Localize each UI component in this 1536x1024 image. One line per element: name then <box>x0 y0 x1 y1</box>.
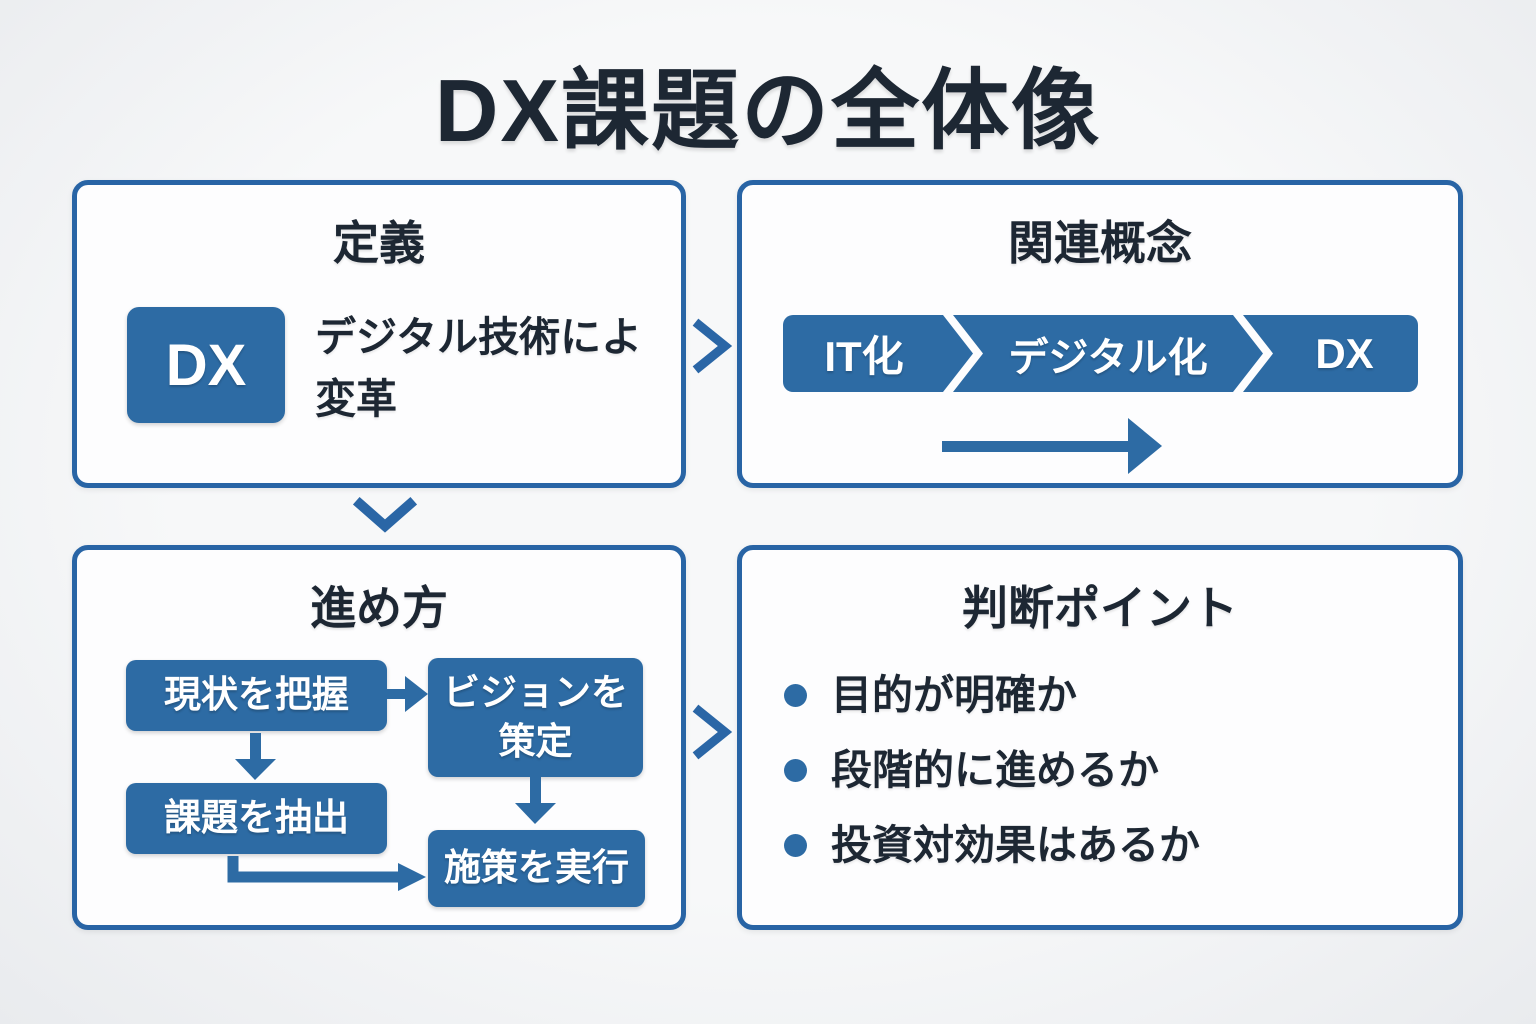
chevron-down-icon <box>352 496 418 533</box>
judgment-heading: 判断ポイント <box>962 582 1238 634</box>
judgment-point: 段階的に進めるか <box>831 747 1159 794</box>
chevron-right-icon <box>692 318 733 374</box>
list-item: 目的が明確か <box>784 672 1200 719</box>
list-item: 段階的に進めるか <box>784 747 1200 794</box>
arrow-down-icon <box>235 733 276 780</box>
list-item: 投資対効果はあるか <box>784 822 1200 869</box>
judgment-panel: 判断ポイント 目的が明確か 段階的に進めるか 投資対効果はあるか <box>737 545 1463 930</box>
related-concepts-panel: 関連概念 IT化 デジタル化 DX <box>737 180 1463 488</box>
chevron-right-icon <box>692 704 733 760</box>
chevron-step-it: IT化 <box>783 315 973 392</box>
dx-badge: DX <box>127 307 285 423</box>
judgment-point: 投資対効果はあるか <box>831 822 1200 869</box>
definition-description: デジタル技術によ 変革 <box>315 314 643 422</box>
chevron-step-digital: デジタル化 <box>953 315 1263 392</box>
definition-heading: 定義 <box>333 217 425 269</box>
flow-step-set-vision: ビジョンを 策定 <box>428 658 643 777</box>
related-concepts-heading: 関連概念 <box>1008 217 1192 269</box>
bullet-dot-icon <box>784 834 807 858</box>
process-heading: 進め方 <box>310 582 448 634</box>
flow-step-extract-issues: 課題を抽出 <box>126 783 387 854</box>
judgment-point: 目的が明確か <box>831 672 1077 718</box>
bullet-dot-icon <box>784 684 807 708</box>
l-shaped-arrow-icon <box>227 856 426 891</box>
concept-chevron-band: IT化 デジタル化 DX <box>783 315 1423 392</box>
bullet-dot-icon <box>784 759 807 783</box>
progression-arrow-icon <box>942 418 1162 474</box>
arrow-down-icon <box>515 777 556 824</box>
definition-panel: 定義 DX デジタル技術によ 変革 <box>72 180 686 488</box>
process-panel: 進め方 現状を把握 ビジョンを 策定 課題を抽出 施策を実行 <box>72 545 686 930</box>
flow-step-grasp-current: 現状を把握 <box>126 660 387 731</box>
flow-step-execute-measures: 施策を実行 <box>428 830 645 907</box>
chevron-step-dx: DX <box>1243 315 1418 392</box>
arrow-right-icon <box>385 676 428 712</box>
page-title: DX課題の全体像 <box>434 61 1102 160</box>
judgment-bullet-list: 目的が明確か 段階的に進めるか 投資対効果はあるか <box>784 672 1200 869</box>
